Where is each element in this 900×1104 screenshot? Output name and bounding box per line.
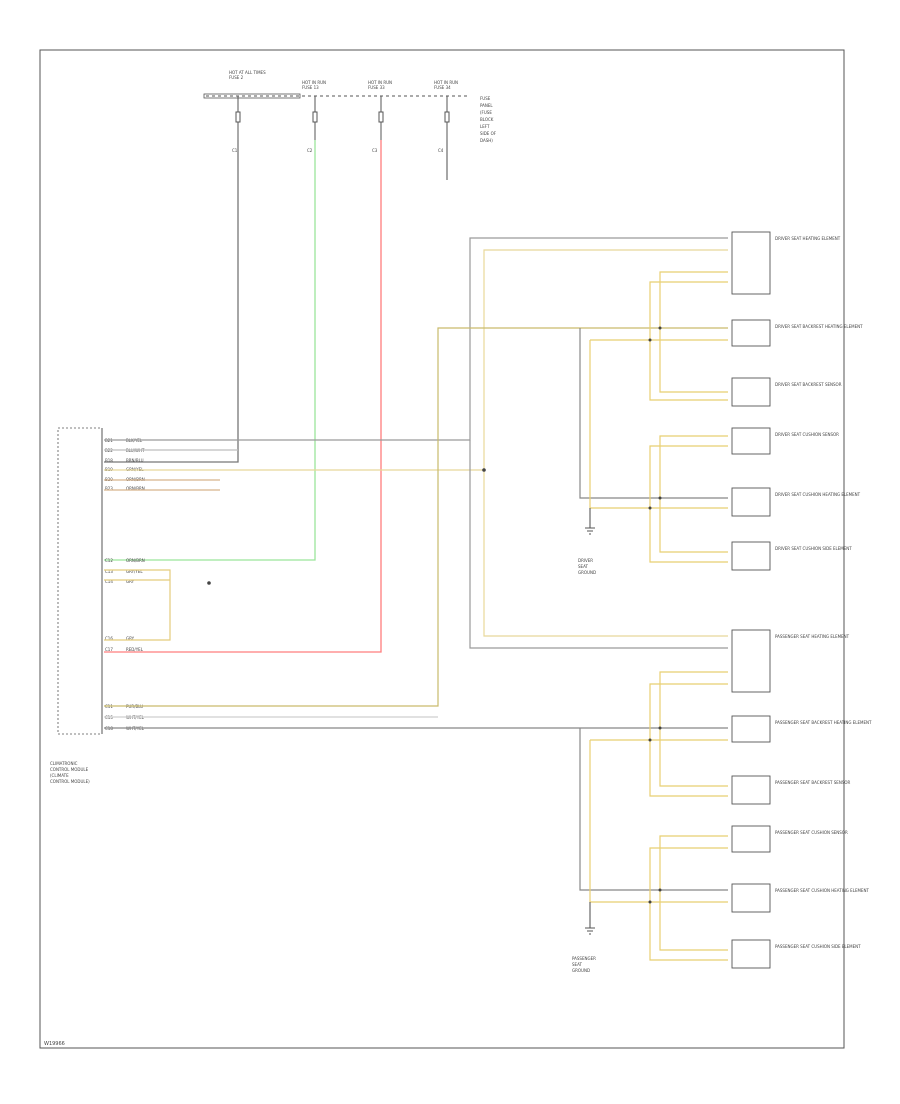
svg-text:(CLIMATE: (CLIMATE — [50, 773, 69, 778]
passenger-seat-heating-element-box — [731, 629, 771, 693]
driver-cushion-side-box — [731, 541, 771, 571]
svg-text:GRY/YEL: GRY/YEL — [126, 569, 143, 574]
passenger-seat-components — [731, 629, 771, 969]
passenger-backrest-sensor-box — [731, 775, 771, 805]
svg-text:B23: B23 — [105, 486, 113, 491]
svg-text:PASSENGER: PASSENGER — [572, 956, 596, 961]
svg-text:RED/YEL: RED/YEL — [126, 647, 144, 652]
svg-text:B18: B18 — [105, 458, 113, 463]
diagram-id: W19966 — [44, 1041, 65, 1047]
svg-text:CLIMATRONIC: CLIMATRONIC — [50, 761, 78, 766]
fuse-panel-header — [203, 93, 301, 99]
svg-text:DRIVER SEAT CUSHION SENSOR: DRIVER SEAT CUSHION SENSOR — [775, 432, 839, 437]
passenger-seat-wiring — [579, 671, 728, 961]
svg-text:GRY: GRY — [126, 636, 135, 641]
svg-text:GRY: GRY — [126, 579, 135, 584]
driver-component-labels: DRIVER SEAT HEATING ELEMENT DRIVER SEAT … — [775, 236, 863, 551]
fuse-block-label: FUSE PANEL (FUSE BLOCK LEFT SIDE OF DASH… — [480, 96, 497, 143]
svg-text:PASSENGER SEAT CUSHION HEATING: PASSENGER SEAT CUSHION HEATING ELEMENT — [775, 888, 869, 893]
svg-text:BRN/BLU: BRN/BLU — [126, 458, 144, 463]
svg-text:SEAT: SEAT — [572, 962, 582, 967]
module-wire-colors: BLK/YEL BLU/WHT BRN/BLU GRN/YEL ORN/BRN … — [126, 438, 145, 731]
diagram-border — [39, 49, 845, 1049]
supply-wires — [104, 140, 448, 653]
svg-text:PANEL: PANEL — [480, 103, 493, 108]
module-wires — [104, 237, 728, 729]
passenger-component-labels: PASSENGER SEAT HEATING ELEMENT PASSENGER… — [775, 634, 872, 949]
fuse-3-top: HOT IN RUN — [368, 80, 392, 85]
splice-label: C1 — [232, 148, 238, 153]
svg-text:DRIVER: DRIVER — [578, 558, 593, 563]
passenger-cushion-side-box — [731, 939, 771, 969]
driver-seat-wiring — [579, 271, 728, 563]
svg-text:BLOCK: BLOCK — [480, 117, 494, 122]
svg-text:DRIVER SEAT BACKREST SENSOR: DRIVER SEAT BACKREST SENSOR — [775, 382, 842, 387]
fuse-labels: HOT AT ALL TIMES FUSE 2 HOT IN RUN FUSE … — [229, 70, 458, 90]
driver-backrest-sensor-box — [731, 377, 771, 407]
svg-text:CONTROL MODULE): CONTROL MODULE) — [50, 779, 90, 784]
svg-text:C16: C16 — [105, 636, 113, 641]
driver-backrest-heating-box — [731, 319, 771, 347]
fuse-4-top: HOT IN RUN — [434, 80, 458, 85]
svg-text:C17: C17 — [105, 647, 113, 652]
svg-text:DRIVER SEAT BACKREST HEATING E: DRIVER SEAT BACKREST HEATING ELEMENT — [775, 324, 863, 329]
svg-text:PASSENGER SEAT BACKREST HEATIN: PASSENGER SEAT BACKREST HEATING ELEMENT — [775, 720, 872, 725]
driver-cushion-heating-box — [731, 487, 771, 517]
svg-text:ORN/BRN: ORN/BRN — [126, 486, 145, 491]
svg-text:C12: C12 — [105, 558, 113, 563]
module-label: CLIMATRONIC CONTROL MODULE (CLIMATE CONT… — [50, 761, 90, 784]
fuse-4-name: FUSE 34 — [434, 85, 451, 90]
fuse-1-top: HOT AT ALL TIMES — [229, 70, 266, 75]
svg-text:ORN/BRN: ORN/BRN — [126, 558, 145, 563]
svg-text:C14: C14 — [105, 579, 113, 584]
climatronic-control-module — [57, 427, 103, 735]
svg-text:FUSE: FUSE — [480, 96, 491, 101]
ground-symbols — [585, 527, 595, 935]
svg-text:SEAT: SEAT — [578, 564, 588, 569]
fuse-1-name: FUSE 2 — [229, 75, 244, 80]
fuse-2-top: HOT IN RUN — [302, 80, 326, 85]
svg-text:DASH): DASH) — [480, 138, 493, 143]
svg-text:GROUND: GROUND — [578, 570, 596, 575]
svg-text:PASSENGER SEAT CUSHION SIDE EL: PASSENGER SEAT CUSHION SIDE ELEMENT — [775, 944, 861, 949]
svg-text:DRIVER SEAT CUSHION HEATING EL: DRIVER SEAT CUSHION HEATING ELEMENT — [775, 492, 861, 497]
fuse-2-name: FUSE 13 — [302, 85, 319, 90]
driver-seat-components — [731, 231, 771, 571]
passenger-cushion-sensor-box — [731, 825, 771, 853]
driver-ground-label: DRIVER SEAT GROUND — [578, 558, 596, 575]
svg-text:(FUSE: (FUSE — [480, 110, 492, 115]
svg-text:PASSENGER SEAT HEATING ELEMENT: PASSENGER SEAT HEATING ELEMENT — [775, 634, 850, 639]
svg-text:CONTROL MODULE: CONTROL MODULE — [50, 767, 89, 772]
passenger-backrest-heating-box — [731, 715, 771, 743]
svg-text:PASSENGER SEAT BACKREST SENSOR: PASSENGER SEAT BACKREST SENSOR — [775, 780, 851, 785]
svg-text:C3: C3 — [372, 148, 378, 153]
passenger-cushion-heating-box — [731, 883, 771, 913]
driver-seat-heating-element-box — [731, 231, 771, 295]
connector-dots — [207, 326, 662, 904]
svg-text:C13: C13 — [105, 569, 113, 574]
svg-text:C2: C2 — [307, 148, 313, 153]
svg-text:DRIVER SEAT HEATING ELEMENT: DRIVER SEAT HEATING ELEMENT — [775, 236, 841, 241]
driver-cushion-sensor-box — [731, 427, 771, 455]
fuse-symbols — [235, 96, 450, 140]
fuse-3-name: FUSE 33 — [368, 85, 385, 90]
passenger-ground-label: PASSENGER SEAT GROUND — [572, 956, 596, 973]
svg-text:GROUND: GROUND — [572, 968, 590, 973]
svg-text:DRIVER SEAT CUSHION SIDE ELEME: DRIVER SEAT CUSHION SIDE ELEMENT — [775, 546, 852, 551]
svg-text:SIDE OF: SIDE OF — [480, 131, 497, 136]
splice-point — [482, 468, 486, 472]
svg-text:C4: C4 — [438, 148, 444, 153]
svg-text:LEFT: LEFT — [480, 124, 490, 129]
module-pins: B21 B22 B18 B19 B20 B23 C12 C13 C14 C16 … — [105, 438, 113, 731]
svg-text:PASSENGER SEAT CUSHION SENSOR: PASSENGER SEAT CUSHION SENSOR — [775, 830, 848, 835]
